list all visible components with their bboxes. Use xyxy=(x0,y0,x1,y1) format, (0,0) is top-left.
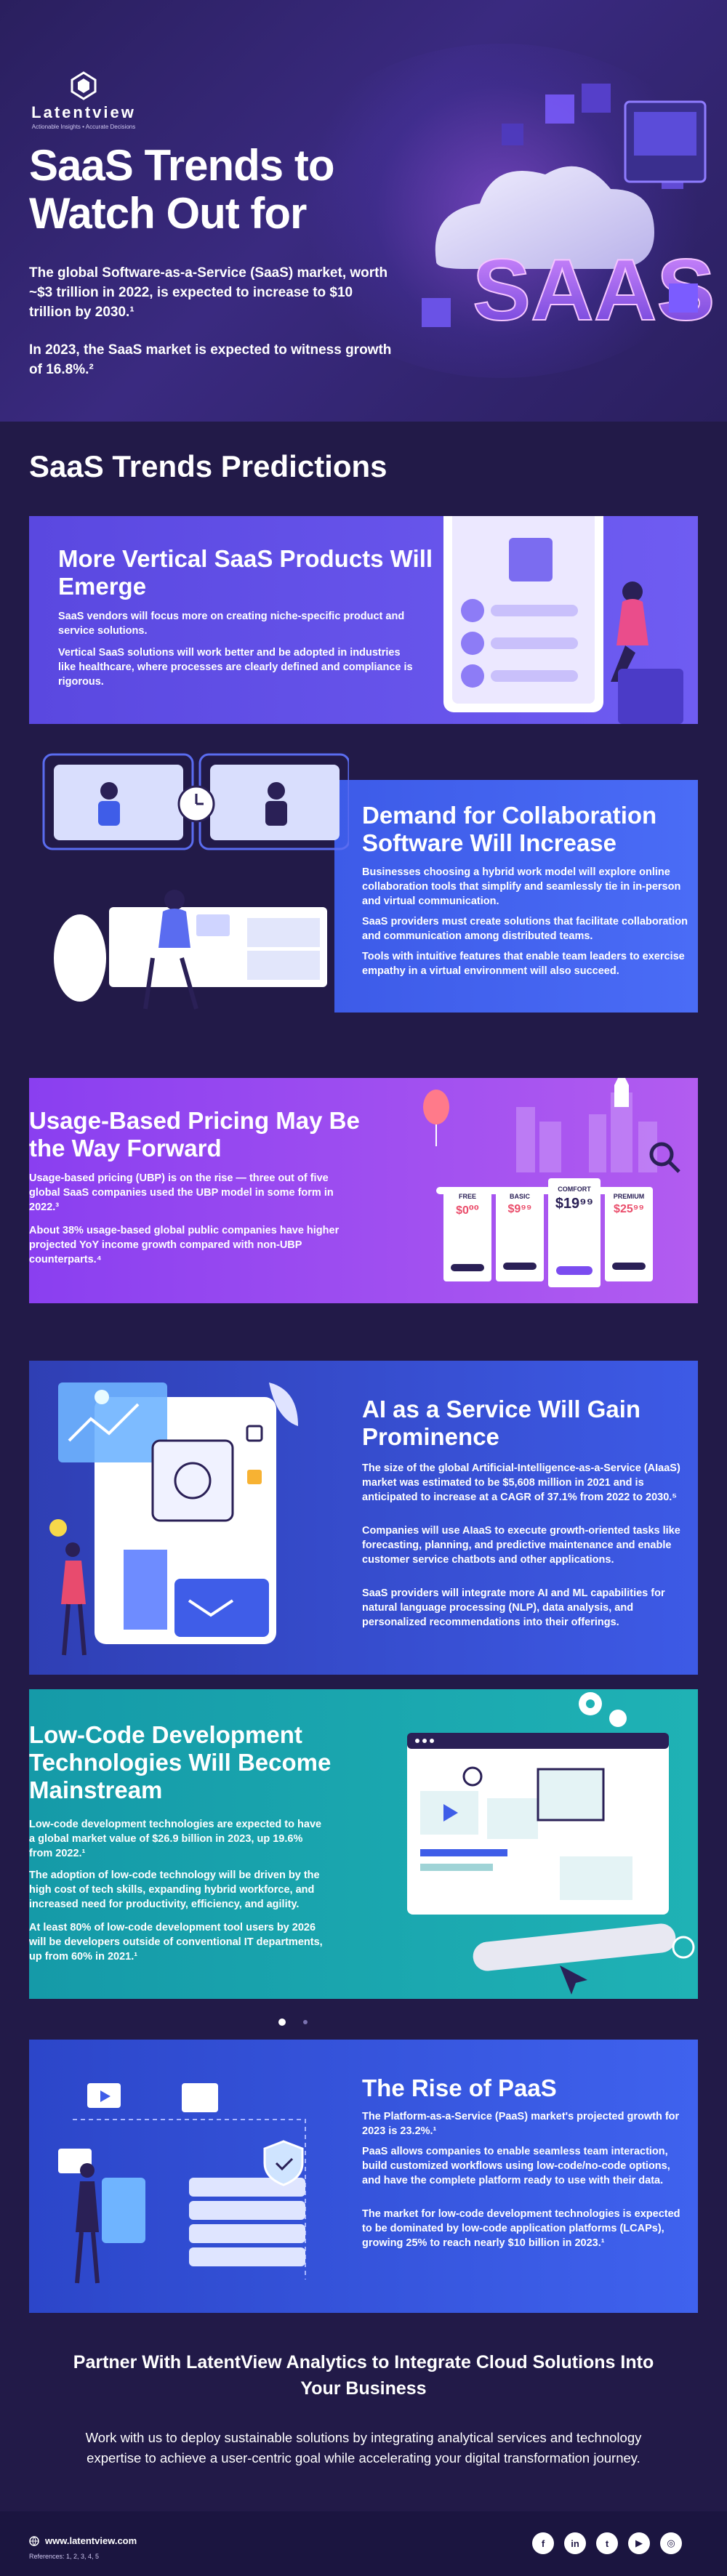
card-paragraph: The market for low-code development tech… xyxy=(362,2208,680,2249)
card-paragraph: Low-code development technologies are ex… xyxy=(29,1819,322,1859)
plan-price: $9⁹⁹ xyxy=(507,1203,532,1215)
rocket-icon xyxy=(614,1078,629,1107)
pricing-table: FREE $0⁰⁰ BASIC $9⁹⁹ COMFORT $19⁹⁹ PREMI… xyxy=(443,1178,654,1289)
card-paragraph: Usage-based pricing (UBP) is on the rise… xyxy=(29,1172,334,1213)
brand-tagline: Actionable Insights • Accurate Decisions xyxy=(31,124,136,130)
video-play-icon xyxy=(100,2090,111,2102)
hero-growth-text: In 2023, the SaaS market is expected to … xyxy=(29,342,392,377)
pricing-plan-premium[interactable]: PREMIUM $25⁹⁹ xyxy=(605,1187,653,1281)
predictions-band xyxy=(0,422,727,494)
cursor-icon xyxy=(560,1965,587,1995)
card-low-code: Low-Code Development Technologies Will B… xyxy=(29,1689,698,1999)
ai-dashboard-illustration xyxy=(49,1382,298,1656)
video-play-icon xyxy=(443,1804,458,1822)
select-plan-button[interactable] xyxy=(451,1264,484,1271)
twitter-icon[interactable]: t xyxy=(596,2532,618,2554)
card-vertical-saas: More Vertical SaaS Products Will Emerge … xyxy=(29,516,698,724)
card-title: The Rise of PaaS xyxy=(362,2074,557,2101)
card-paragraph: Vertical SaaS solutions will work better… xyxy=(58,647,413,688)
card-usage-pricing: Usage-Based Pricing May Be the Way Forwa… xyxy=(29,1078,698,1303)
card-paragraph: SaaS providers will integrate more AI an… xyxy=(362,1587,665,1628)
card-paragraph: Tools with intuitive features that enabl… xyxy=(362,951,685,977)
card-paragraph: SaaS providers must create solutions tha… xyxy=(362,916,688,942)
latentview-logo[interactable]: Latentview Actionable Insights • Accurat… xyxy=(29,71,138,130)
select-plan-button[interactable] xyxy=(503,1263,537,1270)
references[interactable]: References: 1, 2, 3, 4, 5 xyxy=(29,2553,100,2560)
card-paragraph: SaaS vendors will focus more on creating… xyxy=(58,611,405,637)
section-title: SaaS Trends Predictions xyxy=(29,449,387,483)
mobile-app-illustration xyxy=(443,516,683,724)
brand-name: Latentview xyxy=(31,103,136,121)
cta-heading: Partner With LatentView Analytics to Int… xyxy=(73,2352,654,2399)
card-title: Usage-Based Pricing May Be the Way Forwa… xyxy=(29,1107,360,1162)
lightbulb-icon xyxy=(49,1519,67,1537)
plan-price: $19⁹⁹ xyxy=(555,1196,594,1212)
search-icon xyxy=(462,1766,483,1787)
card-title: Low-Code Development Technologies Will B… xyxy=(29,1721,332,1803)
card-paragraph: Companies will use AIaaS to execute grow… xyxy=(362,1525,680,1566)
plan-price: $25⁹⁹ xyxy=(614,1203,644,1215)
card-aiaas: AI as a Service Will Gain Prominence The… xyxy=(29,1361,698,1675)
website-url: www.latentview.com xyxy=(45,2535,137,2546)
select-plan-button[interactable] xyxy=(556,1266,593,1275)
magnifier-icon xyxy=(649,1142,674,1167)
linkedin-icon[interactable]: in xyxy=(564,2532,586,2554)
facebook-icon[interactable]: f xyxy=(532,2532,554,2554)
pricing-plan-comfort[interactable]: COMFORT $19⁹⁹ xyxy=(548,1178,601,1287)
shield-icon xyxy=(263,2140,304,2186)
card-title: More Vertical SaaS Products Will Emerge xyxy=(58,545,433,600)
logo-mark-icon xyxy=(71,71,97,100)
card-paragraph: PaaS allows companies to enable seamless… xyxy=(362,2146,670,2186)
remote-team-illustration xyxy=(42,753,349,1010)
balloon-icon xyxy=(423,1090,449,1124)
plan-name: BASIC xyxy=(509,1193,530,1200)
low-code-builder-illustration xyxy=(407,1692,695,1995)
card-title: AI as a Service Will Gain Prominence xyxy=(362,1396,641,1450)
pricing-plan-basic[interactable]: BASIC $9⁹⁹ xyxy=(496,1187,544,1281)
card-paragraph: At least 80% of low-code development too… xyxy=(29,1922,323,1963)
plan-name: PREMIUM xyxy=(613,1193,645,1200)
youtube-icon[interactable]: ▶ xyxy=(628,2532,650,2554)
card-collaboration: Demand for Collaboration Software Will I… xyxy=(29,740,698,1031)
paas-platform-illustration xyxy=(58,2083,306,2284)
plan-name: COMFORT xyxy=(558,1186,591,1193)
card-paragraph: Businesses choosing a hybrid work model … xyxy=(362,866,681,907)
card-paas: The Rise of PaaS The Platform-as-a-Servi… xyxy=(29,2040,698,2313)
card-paragraph: The size of the global Artificial-Intell… xyxy=(362,1462,680,1503)
website-link[interactable]: www.latentview.com xyxy=(29,2535,137,2546)
carousel-dots xyxy=(278,2018,308,2026)
card-paragraph: The Platform-as-a-Service (PaaS) market'… xyxy=(362,2111,680,2137)
card-paragraph: About 38% usage-based global public comp… xyxy=(29,1225,340,1265)
page-title: SaaS Trends to Watch Out for xyxy=(29,141,334,238)
card-paragraph: The adoption of low-code technology will… xyxy=(29,1869,320,1910)
hero-section: SAAS Latentview Actionable Insights • Ac… xyxy=(0,0,727,422)
instagram-icon[interactable]: ◎ xyxy=(660,2532,682,2554)
globe-icon xyxy=(29,2535,39,2546)
pricing-plan-free[interactable]: FREE $0⁰⁰ xyxy=(443,1187,491,1281)
plan-name: FREE xyxy=(458,1193,476,1200)
plan-price: $0⁰⁰ xyxy=(456,1204,479,1217)
cta-body: Work with us to deploy sustainable solut… xyxy=(85,2430,642,2466)
card-background xyxy=(334,780,698,1013)
saas-cloud-illustration: SAAS xyxy=(422,84,712,339)
card-title: Demand for Collaboration Software Will I… xyxy=(362,802,657,856)
hero-market-text: The global Software-as-a-Service (SaaS) … xyxy=(29,265,388,320)
select-plan-button[interactable] xyxy=(612,1263,646,1270)
ai-chip-icon xyxy=(151,1439,234,1522)
